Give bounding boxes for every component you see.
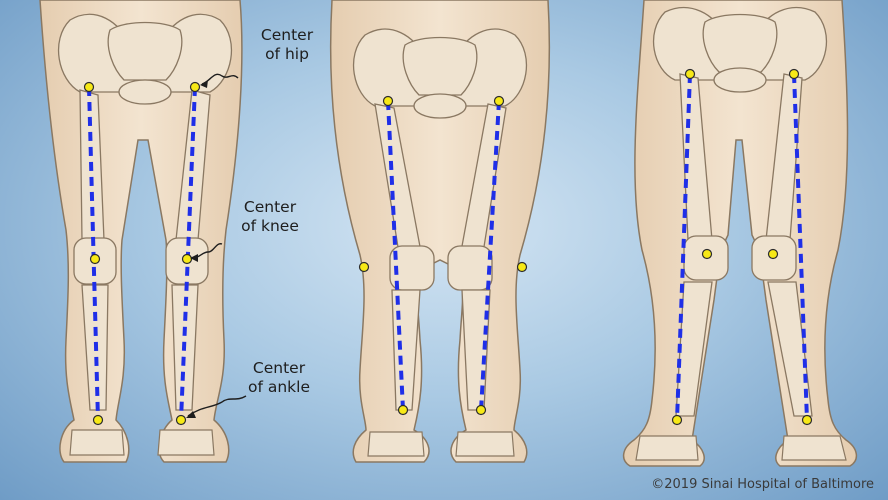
label-center-of-knee: Center of knee [215, 198, 325, 236]
figure-normal-alignment [39, 0, 247, 463]
label-center-of-hip: Center of hip [232, 26, 342, 64]
arrow-heads [186, 80, 208, 418]
knee-joints [389, 245, 493, 291]
knee-joints [683, 235, 797, 281]
feet [367, 431, 515, 457]
pelvis [352, 28, 528, 119]
pelvis [57, 13, 233, 105]
tibia-bones [391, 289, 491, 411]
pelvis [652, 7, 828, 93]
joint-center-markers [83, 81, 201, 426]
label-line: Center [243, 198, 297, 216]
feet [635, 435, 847, 461]
label-center-of-ankle: Center of ankle [224, 359, 334, 397]
tibia-bones [675, 281, 813, 417]
copyright-notice: ©2019 Sinai Hospital of Baltimore [651, 477, 874, 492]
label-line: of ankle [247, 378, 310, 396]
label-line: of knee [241, 217, 299, 235]
feet [69, 429, 215, 456]
label-line: Center [260, 26, 314, 44]
label-line: of hip [265, 45, 309, 63]
mechanical-axis-lines [87, 86, 197, 421]
figure-bow-legged [622, 0, 858, 467]
joint-center-markers [358, 95, 528, 416]
joint-center-markers [671, 68, 813, 426]
mechanical-axis-lines [386, 100, 501, 411]
figure-knock-knee [329, 0, 551, 463]
mechanical-axis-lines [675, 73, 809, 421]
label-line: Center [252, 359, 306, 377]
